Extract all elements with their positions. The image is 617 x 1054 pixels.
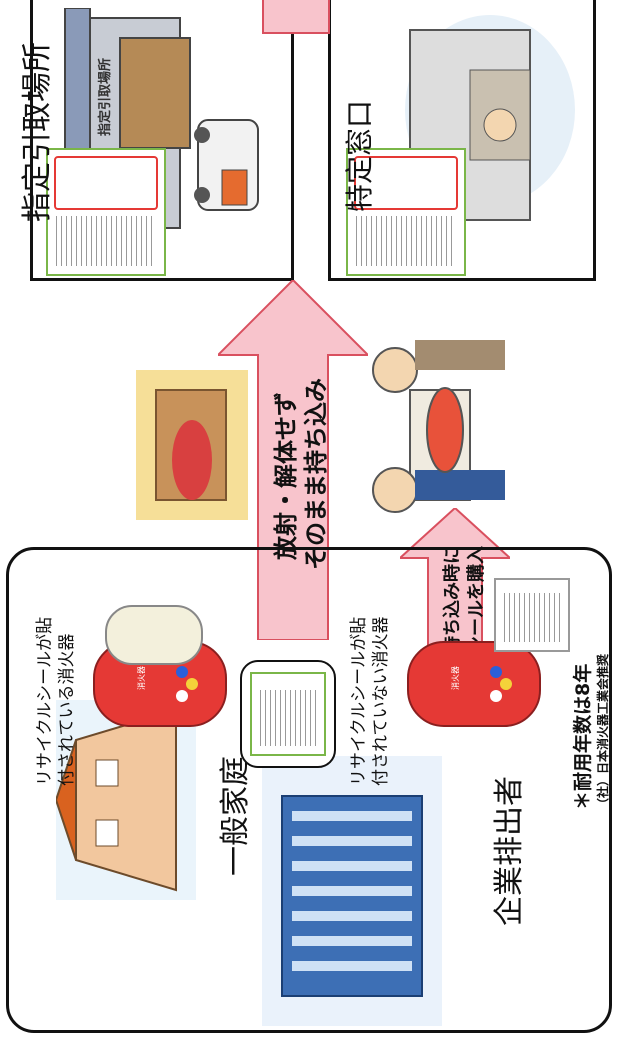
designated-window-label: 特定窓口: [343, 99, 376, 212]
business-label: 企業排出者: [492, 776, 527, 926]
window-recycle-seal-sticker: [346, 148, 466, 276]
seal-callout-bubble: [240, 660, 336, 768]
boxed-extinguisher-illustration: [136, 370, 248, 520]
customer-and-staff-illustration: [372, 340, 505, 513]
callout-seal-sticker: [250, 672, 326, 756]
spare-extinguisher-illustration: [105, 605, 203, 665]
dischargers-panel: [6, 547, 612, 1033]
window-seal-text-lines: [356, 216, 456, 266]
connector-box: [262, 0, 330, 34]
lifespan-source: （社）日本消火器工業会推奨: [596, 653, 610, 810]
main-transport-arrow: [218, 280, 368, 640]
with-seal-caption-2: 付されている消火器: [57, 633, 77, 787]
household-label: 一般家庭: [218, 756, 253, 876]
disposal-site-sign: 指定引取場所: [98, 57, 113, 136]
sealed-extinguisher-text: 消火器: [137, 666, 146, 690]
disposal-site-label: 指定引取場所: [20, 42, 55, 222]
office-building-illustration: [262, 756, 442, 1026]
unsealed-extinguisher-illustration: [407, 641, 541, 727]
lifespan-note: ＊耐用年数は8年: [572, 663, 594, 810]
truck-illustration: [194, 119, 259, 211]
main-arrow-text-2: そのまま持ち込み: [302, 378, 330, 570]
window-recycle-mark-icon: [354, 156, 458, 210]
without-seal-caption-2: 付されていない消火器: [371, 616, 391, 787]
purchase-seal-sticker: [494, 578, 570, 652]
recycle-mark-icon: [54, 156, 158, 210]
purchase-seal-arrow: [400, 508, 510, 658]
unsealed-extinguisher-text: 消火器: [451, 666, 460, 690]
seal-text-lines: [56, 216, 156, 266]
callout-seal-lines: [260, 690, 316, 746]
purchase-seal-lines: [504, 593, 560, 642]
house-with-solar-panels-illustration: [56, 700, 196, 900]
recycle-seal-sticker: [46, 148, 166, 276]
